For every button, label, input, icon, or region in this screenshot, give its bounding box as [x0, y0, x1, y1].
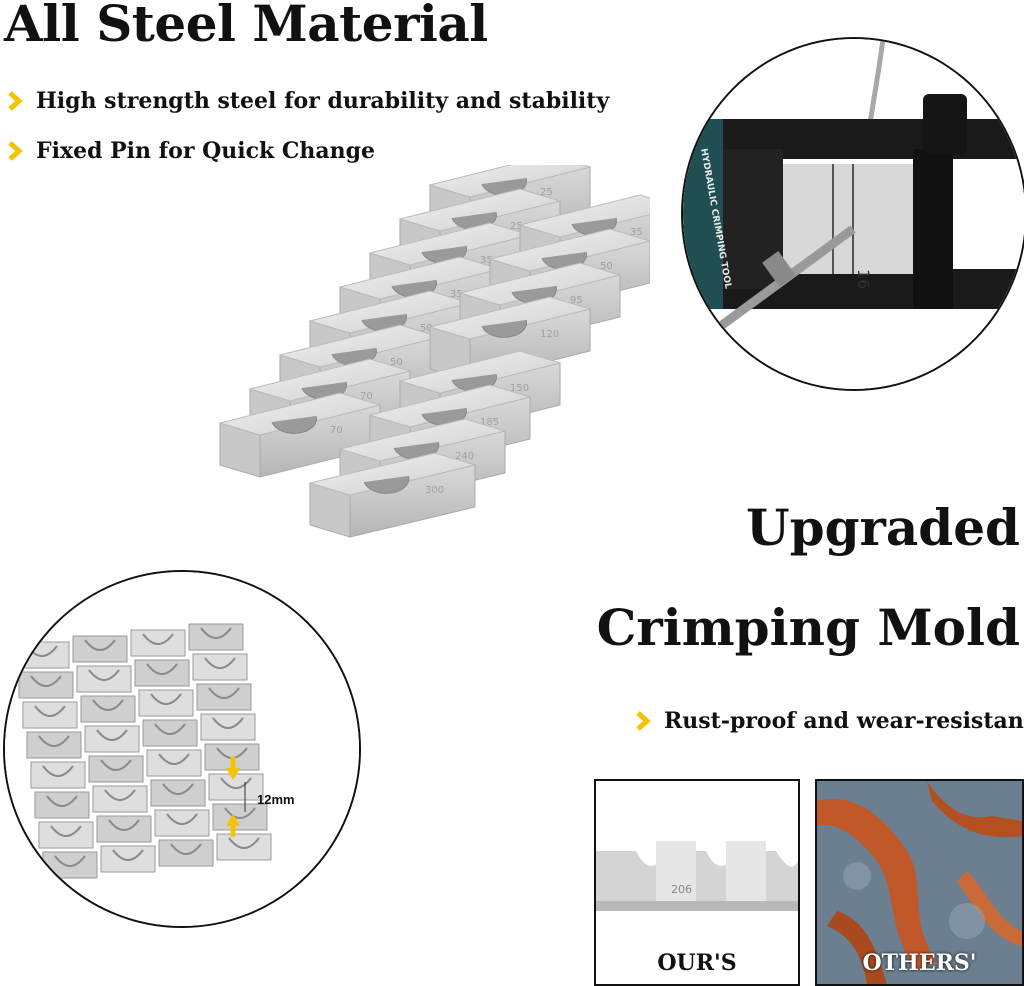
- ours-comparison-box: 206 OUR'S: [594, 779, 800, 986]
- mold-size-label: 50: [390, 357, 403, 368]
- rusty-mold-image: [817, 781, 1022, 984]
- mold-size-label: 25: [510, 221, 523, 232]
- others-label: OTHERS': [862, 950, 977, 976]
- mold-closeup-circle: 12mm: [3, 570, 361, 928]
- mold-closeup-groove: [34, 705, 66, 717]
- mold-closeup-groove: [96, 729, 128, 741]
- mold-closeup-groove: [166, 813, 198, 825]
- mold-closeup-groove: [104, 789, 136, 801]
- mold-closeup-block: [130, 629, 186, 657]
- mold-closeup-groove: [228, 837, 260, 849]
- mold-block: 70: [218, 392, 382, 478]
- mold-closeup-groove: [42, 765, 74, 777]
- chevron-right-icon: [8, 91, 23, 111]
- hydraulic-tool-image: 16 HYDRAULIC CRIMPING TOOL: [683, 39, 1024, 389]
- mold-size-label: 35: [450, 289, 463, 300]
- mold-closeup-groove: [212, 717, 244, 729]
- others-comparison-box: OTHERS': [815, 779, 1024, 986]
- die-number-label: 16: [854, 269, 873, 289]
- mold-size-label: 35: [480, 255, 493, 266]
- tool-closeup-circle: 16 HYDRAULIC CRIMPING TOOL: [681, 37, 1024, 391]
- feature-bullet-text: High strength steel for durability and s…: [36, 88, 610, 114]
- mold-closeup-groove: [100, 759, 132, 771]
- page-title: All Steel Material: [4, 0, 488, 53]
- mold-size-label: 300: [425, 485, 444, 496]
- mold-size-label: 70: [360, 391, 373, 402]
- mold-closeup-groove: [84, 639, 116, 651]
- chevron-right-icon: [8, 141, 23, 161]
- mold-size-label: 50: [420, 323, 433, 334]
- mold-size-label: 50: [600, 261, 613, 272]
- mold-closeup-groove: [150, 693, 182, 705]
- feature-bullet-strength: High strength steel for durability and s…: [4, 88, 609, 114]
- mold-size-label: 70: [330, 425, 343, 436]
- mold-closeup-groove: [88, 669, 120, 681]
- mold-closeup-groove: [200, 627, 232, 639]
- mold-closeup-groove: [112, 849, 144, 861]
- mold-thickness-image: 12mm: [5, 572, 359, 926]
- mold-closeup-groove: [146, 663, 178, 675]
- mold-size-label: 95: [570, 295, 583, 306]
- mold-closeup-block: [142, 719, 198, 747]
- mold-closeup-groove: [208, 687, 240, 699]
- mold-size-label: 240: [455, 451, 474, 462]
- mold-closeup-groove: [170, 843, 202, 855]
- ours-mold-image: 206: [596, 781, 798, 941]
- mold-closeup-groove: [46, 795, 78, 807]
- mold-closeup-groove: [154, 723, 186, 735]
- ours-label: OUR'S: [657, 950, 737, 976]
- mold-closeup-groove: [142, 633, 174, 645]
- mold-closeup-groove: [204, 657, 236, 669]
- mold-size-label: 185: [480, 417, 499, 428]
- mold-closeup-groove: [54, 855, 86, 867]
- feature-bullet-pin: Fixed Pin for Quick Change: [4, 138, 375, 164]
- crimping-mold-set-image: 25 25 35 35 50 50 70 70 35 50 95 120 150 185 240 300: [218, 165, 650, 538]
- mold-closeup-groove: [38, 735, 70, 747]
- mold-closeup-groove: [92, 699, 124, 711]
- feature-bullet-rustproof: Rust-proof and wear-resistant: [632, 708, 1024, 734]
- mold-closeup-groove: [50, 825, 82, 837]
- thickness-dimension-label: 12mm: [257, 792, 295, 807]
- mold-size-label: 35: [630, 227, 643, 238]
- mold-size-label: 150: [510, 383, 529, 394]
- upgraded-headline: Upgraded: [746, 498, 1020, 557]
- mold-closeup-groove: [108, 819, 140, 831]
- ours-die-number: 206: [671, 883, 692, 896]
- mold-closeup-groove: [30, 675, 62, 687]
- feature-bullet-text: Rust-proof and wear-resistant: [664, 708, 1024, 734]
- mold-closeup-groove: [220, 777, 252, 789]
- mold-size-label: 25: [540, 187, 553, 198]
- mold-closeup-groove: [162, 783, 194, 795]
- mold-block: 300: [308, 452, 477, 538]
- mold-closeup-groove: [158, 753, 190, 765]
- mold-size-label: 120: [540, 329, 559, 340]
- chevron-right-icon: [636, 711, 651, 731]
- mold-closeup-groove: [224, 807, 256, 819]
- crimping-mold-headline: Crimping Mold: [596, 598, 1020, 657]
- feature-bullet-text: Fixed Pin for Quick Change: [36, 138, 376, 164]
